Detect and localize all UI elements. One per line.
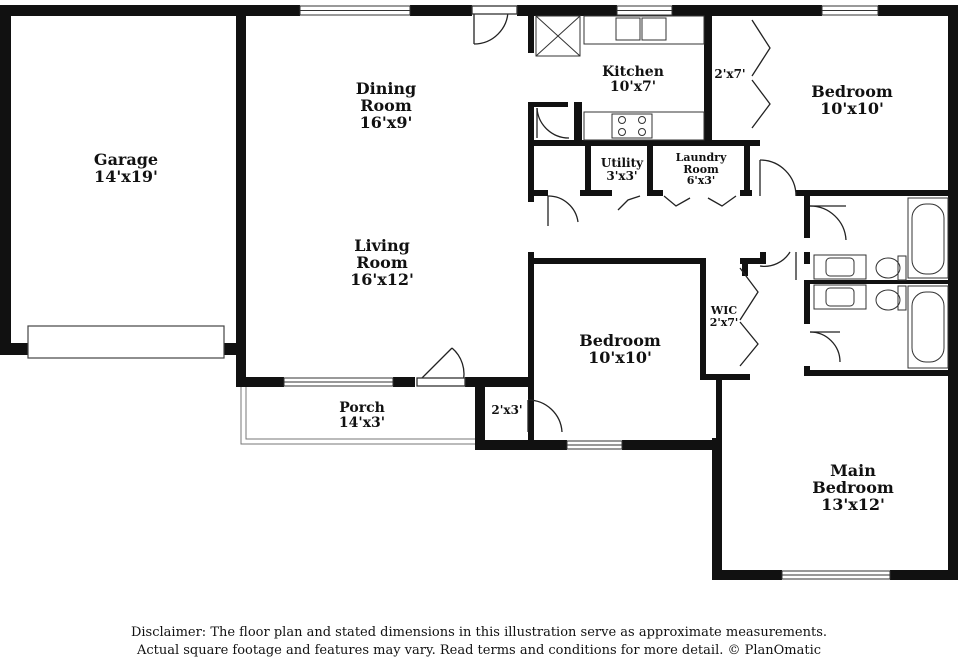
utility-dim: 3'x3' [606,168,638,183]
living-name1: Living [354,236,410,255]
laundry-name2: Room [683,162,719,176]
windows [283,5,891,580]
fixtures [535,15,949,369]
closet-top-dim: 2'x7' [714,67,746,81]
porch-name: Porch [339,400,385,416]
label-living: Living Room 16'x12' [350,236,414,289]
dining-dim: 16'x9' [359,112,413,132]
wic-dim: 2'x7' [709,315,739,329]
garage-door [27,325,225,359]
label-laundry: Laundry Room 6'x3' [676,152,727,187]
utility-name: Utility [600,156,644,170]
wic-name: WIC [710,304,738,317]
disclaimer: Disclaimer: The floor plan and stated di… [0,624,958,660]
laundry-dim: 6'x3' [686,174,716,188]
porch-outline [240,387,475,445]
label-wic: WIC 2'x7' [710,305,739,328]
label-garage: Garage 14'x19' [93,150,159,186]
label-bedroom-mid: Bedroom 10'x10' [579,331,661,367]
living-dim: 16'x12' [350,269,414,289]
label-utility: Utility 3'x3' [601,157,643,182]
garage-name: Garage [93,150,159,169]
garage-dim: 14'x19' [94,166,158,186]
living-name2: Room [356,252,408,272]
porch-dim: 14'x3' [338,414,386,431]
bedroom-ne-name: Bedroom [811,82,893,101]
label-closet-top: 2'x7' [714,68,745,81]
main-bedroom-name1: Main [830,461,876,480]
label-porch: Porch 14'x3' [339,401,385,430]
doors [416,5,847,433]
bedroom-mid-dim: 10'x10' [588,347,652,367]
bedroom-ne-dim: 10'x10' [820,98,884,118]
label-dining: Dining Room 16'x9' [355,79,417,132]
disclaimer-line1: Disclaimer: The floor plan and stated di… [130,625,828,640]
dining-name1: Dining [355,79,417,98]
kitchen-dim: 10'x7' [609,78,657,95]
closet-small-dim: 2'x3' [491,403,523,417]
main-bedroom-dim: 13'x12' [821,494,885,514]
kitchen-name: Kitchen [602,64,664,80]
dining-name2: Room [360,95,412,115]
label-closet-small: 2'x3' [491,404,522,417]
laundry-name1: Laundry [675,151,727,164]
label-main-bedroom: Main Bedroom 13'x12' [812,461,894,514]
bedroom-mid-name: Bedroom [579,331,661,350]
main-bedroom-name2: Bedroom [812,477,894,497]
label-kitchen: Kitchen 10'x7' [602,65,664,94]
label-bedroom-ne: Bedroom 10'x10' [811,82,893,118]
disclaimer-line2: Actual square footage and features may v… [136,643,822,658]
walls [0,5,958,580]
